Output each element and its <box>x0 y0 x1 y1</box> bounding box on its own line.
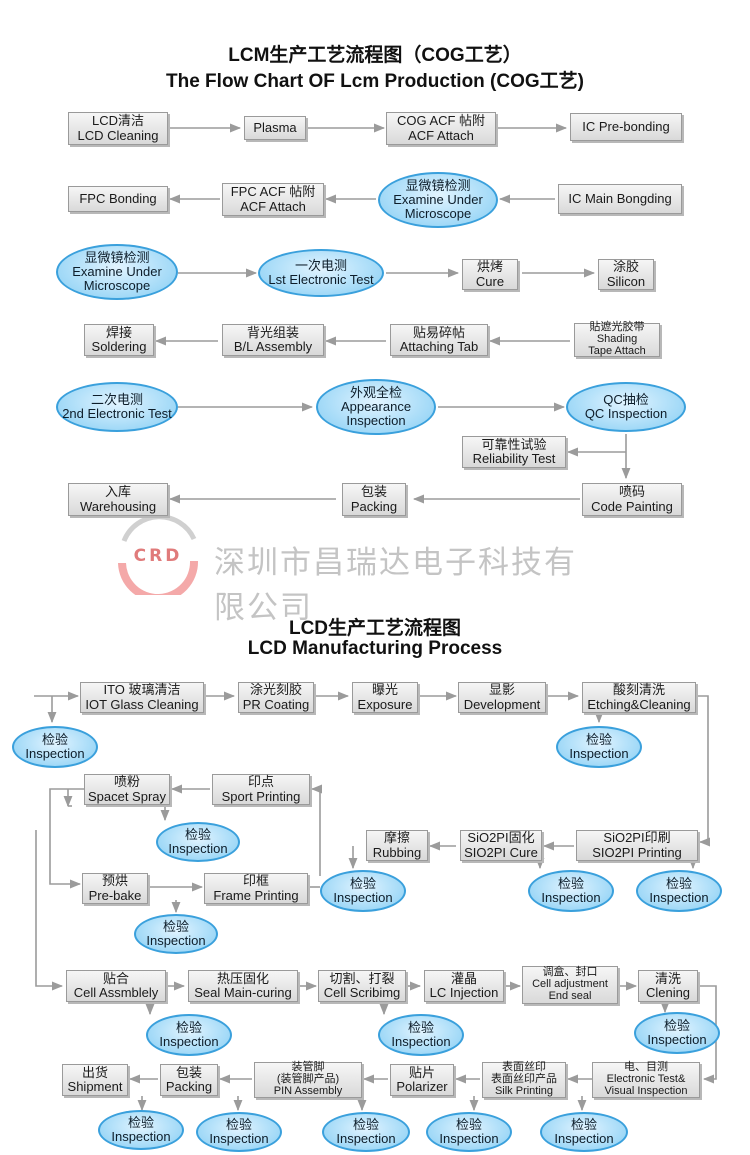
company-watermark: CRD 深圳市昌瑞达电子科技有限公司 <box>110 515 590 626</box>
cog-ic-main-bonding: IC Main Bongding <box>558 184 682 214</box>
cog-ic-pre-bonding: IC Pre-bonding <box>570 113 682 141</box>
watermark-company-name: 深圳市昌瑞达电子科技有限公司 <box>214 545 577 626</box>
logo-letters: CRD <box>134 546 183 566</box>
lcd-title-en: LCD Manufacturing Process <box>247 638 503 659</box>
crd-logo: CRD <box>118 515 199 595</box>
lcd-pin-assembly: 装管脚(装管脚产品)PIN Assembly <box>254 1061 362 1098</box>
cog-plasma: Plasma <box>244 116 306 140</box>
cog-title-cn: LCM生产工艺流程图（COG工艺） <box>228 45 522 66</box>
cog-title-en: The Flow Chart OF Lcm Production (COG工艺) <box>166 71 584 92</box>
lcd-title-cn: LCD生产工艺流程图 <box>288 618 462 639</box>
cog-fpc-bonding: FPC Bonding <box>68 186 168 212</box>
